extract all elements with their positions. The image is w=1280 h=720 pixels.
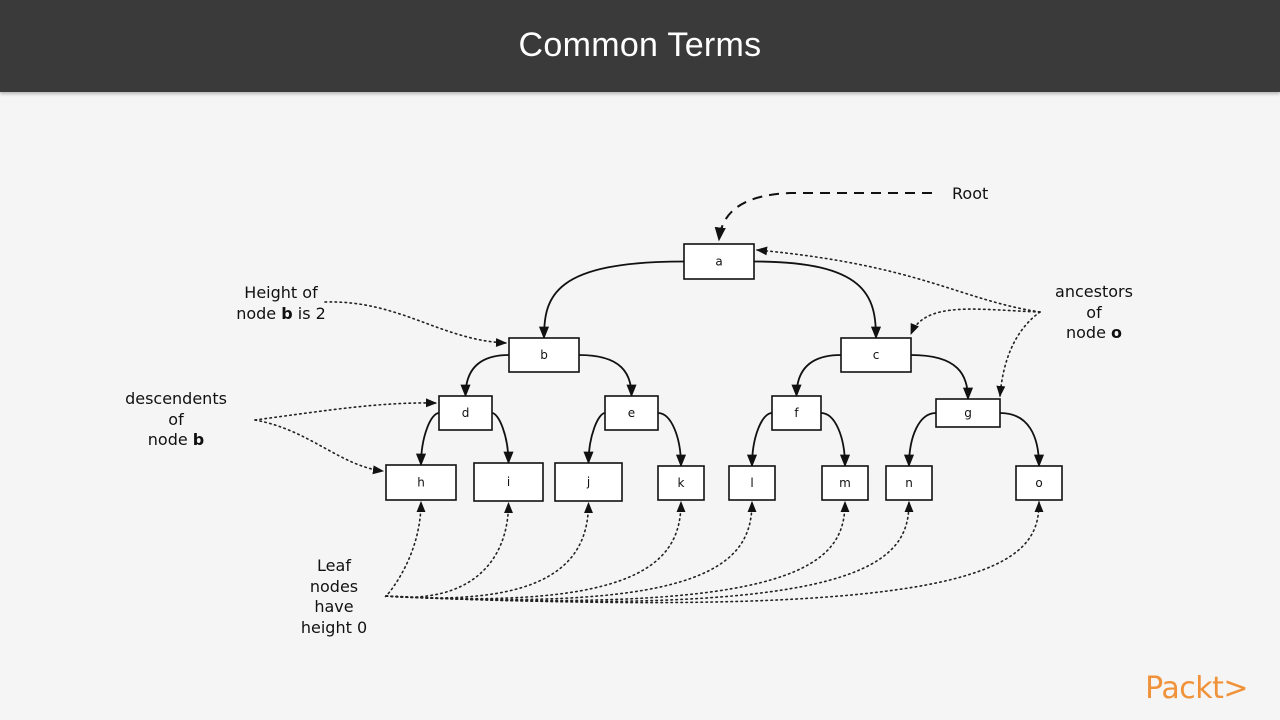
descendents-label-line3: node b: [148, 430, 204, 449]
node-a: a: [683, 243, 755, 280]
slide-title: Common Terms: [518, 25, 762, 64]
edge-b-e: [578, 354, 637, 398]
leaf-pointer-l: [385, 500, 757, 601]
descendents-label-line1: descendents: [125, 389, 227, 408]
node-o: o: [1015, 465, 1063, 501]
node-g-label: g: [964, 406, 972, 420]
leaf-pointer-m: [385, 500, 850, 602]
ancestors-label-line2: of: [1086, 303, 1102, 322]
node-o-box: [1015, 465, 1063, 501]
edge-a-c: [753, 260, 882, 340]
edge-f-l: [746, 412, 773, 468]
edge-c-g: [910, 354, 974, 401]
edge-g-n: [903, 412, 937, 468]
node-b: b: [508, 337, 580, 373]
height-pointer: [324, 301, 508, 348]
node-g-box: [935, 398, 1001, 428]
node-a-label: a: [715, 255, 722, 269]
descendents-label-line2: of: [168, 410, 184, 429]
node-g: g: [935, 398, 1001, 428]
node-i-box: [473, 462, 544, 502]
leaf-label-line2: nodes: [310, 577, 358, 596]
node-e: e: [604, 395, 659, 431]
node-h-label: h: [417, 476, 425, 490]
node-c: c: [840, 337, 912, 373]
edge-a-b: [538, 260, 685, 340]
node-j-box: [554, 462, 623, 502]
node-i: i: [473, 462, 544, 502]
tree-edges: [415, 260, 1045, 468]
edge-b-d: [460, 354, 510, 398]
node-n-label: n: [905, 476, 913, 490]
leaf-pointer-j: [385, 501, 593, 599]
height-label-line1: Height of: [244, 283, 318, 302]
leaf-pointer-h: [384, 500, 426, 598]
node-e-box: [604, 395, 659, 431]
descendents-pointer-d: [254, 398, 438, 421]
node-m-box: [821, 465, 869, 501]
node-d-label: d: [462, 406, 470, 420]
ancestors-pointer-c: [910, 308, 1041, 336]
node-l-label: l: [750, 476, 753, 490]
node-n: n: [885, 465, 933, 501]
node-d-box: [438, 395, 493, 431]
height-label-line2: node b is 2: [236, 304, 326, 323]
leaf-label-line4: height 0: [301, 618, 367, 637]
node-b-label: b: [540, 348, 548, 362]
descendents-pointer-h: [254, 419, 385, 475]
node-i-label: i: [507, 475, 510, 489]
node-c-box: [840, 337, 912, 373]
node-h: h: [385, 464, 457, 501]
node-o-label: o: [1035, 476, 1042, 490]
slide-header: Common Terms: [0, 0, 1280, 92]
node-f-box: [771, 395, 822, 431]
edge-d-i: [491, 412, 514, 465]
node-m-label: m: [839, 476, 851, 490]
edge-c-f: [791, 354, 842, 398]
leaf-label-line1: Leaf: [317, 556, 351, 575]
node-h-box: [385, 464, 457, 501]
node-k: k: [657, 465, 705, 501]
node-e-label: e: [628, 406, 635, 420]
node-d: d: [438, 395, 493, 431]
leaf-pointer-i: [385, 501, 513, 598]
node-j-label: j: [586, 475, 590, 489]
edge-d-h: [415, 412, 440, 467]
node-m: m: [821, 465, 869, 501]
leaf-pointer-k: [385, 500, 686, 600]
ancestors-pointer-g: [996, 311, 1041, 398]
node-n-box: [885, 465, 933, 501]
annotation-pointers: [254, 192, 1044, 604]
leaf-pointer-o: [385, 500, 1044, 604]
node-f-label: f: [794, 406, 799, 420]
root-pointer: [714, 192, 932, 242]
packt-logo: Packt>: [1145, 671, 1248, 706]
edge-e-j: [583, 412, 606, 465]
leaf-pointer-n: [385, 500, 914, 603]
ancestors-label-line3: node o: [1066, 323, 1122, 342]
ancestors-label-line1: ancestors: [1055, 282, 1133, 301]
node-l-box: [728, 465, 776, 501]
edge-e-k: [657, 412, 687, 468]
edge-f-m: [820, 412, 851, 468]
edge-g-o: [999, 412, 1045, 468]
node-c-label: c: [873, 348, 880, 362]
node-f: f: [771, 395, 822, 431]
node-k-box: [657, 465, 705, 501]
node-k-label: k: [678, 476, 685, 490]
leaf-label-line3: have: [314, 597, 353, 616]
node-l: l: [728, 465, 776, 501]
root-label: Root: [952, 184, 988, 203]
ancestors-pointer-a: [755, 246, 1041, 313]
node-a-box: [683, 243, 755, 280]
node-j: j: [554, 462, 623, 502]
tree-nodes: a b c d e f g h i j k l m n o: [385, 243, 1063, 502]
node-b-box: [508, 337, 580, 373]
